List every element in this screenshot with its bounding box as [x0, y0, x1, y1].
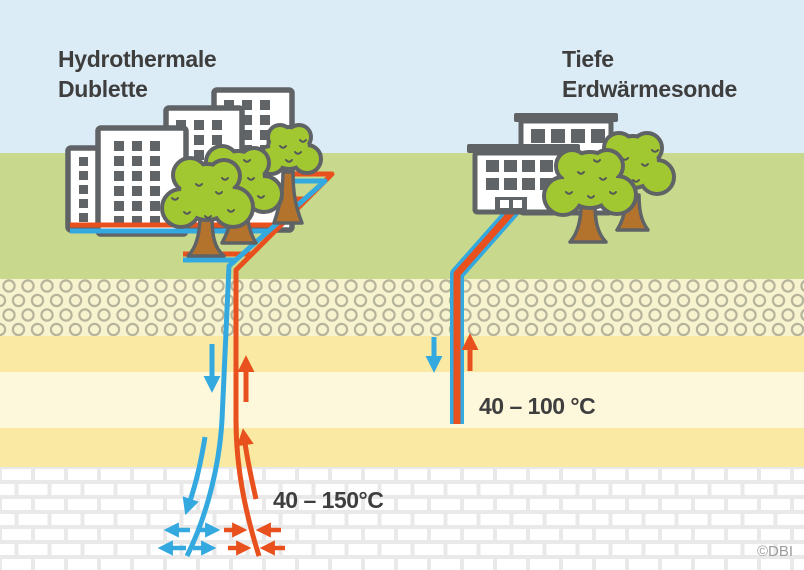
- extraction-deep-arrow-icon: [236, 428, 259, 500]
- left-title-line2: Dublette: [58, 76, 148, 102]
- borehole-probe-scene: [425, 113, 672, 424]
- injection-deep-arrow-icon: [182, 436, 208, 516]
- tree-icon: [164, 160, 251, 258]
- trees: [546, 135, 672, 244]
- right-title-line2: Erdwärmesonde: [562, 76, 737, 102]
- probe-temperature-label: 40 – 100 °C: [479, 393, 595, 419]
- sand-layer-lower: [0, 428, 804, 467]
- probe-pipe: [450, 200, 524, 424]
- doublet-temperature-label: 40 – 150°C: [273, 487, 383, 513]
- sand-layer-upper: [0, 336, 804, 372]
- building-icon: [467, 144, 580, 215]
- credit-label: ©DBI: [757, 543, 793, 560]
- bedrock-layer: [0, 467, 804, 570]
- aquifer-converge-arrows-hot: [224, 522, 285, 556]
- left-title-line1: Hydrothermale: [58, 46, 216, 72]
- tree-icon: [546, 152, 634, 244]
- doublet-flow-arrows: [157, 344, 285, 556]
- entrance-door: [495, 197, 527, 211]
- probe-flow-arrows: [425, 333, 479, 373]
- gravel-layer: [0, 279, 804, 336]
- trees: [164, 127, 319, 258]
- hydrothermal-doublet-scene: [65, 87, 335, 558]
- window-grid: [114, 141, 160, 226]
- aquifer-spread-arrows-cold: [157, 522, 221, 556]
- sand-layer-light: [0, 372, 804, 428]
- window-grid: [79, 157, 88, 222]
- window-grid: [486, 160, 553, 190]
- right-title-line1: Tiefe: [562, 46, 614, 72]
